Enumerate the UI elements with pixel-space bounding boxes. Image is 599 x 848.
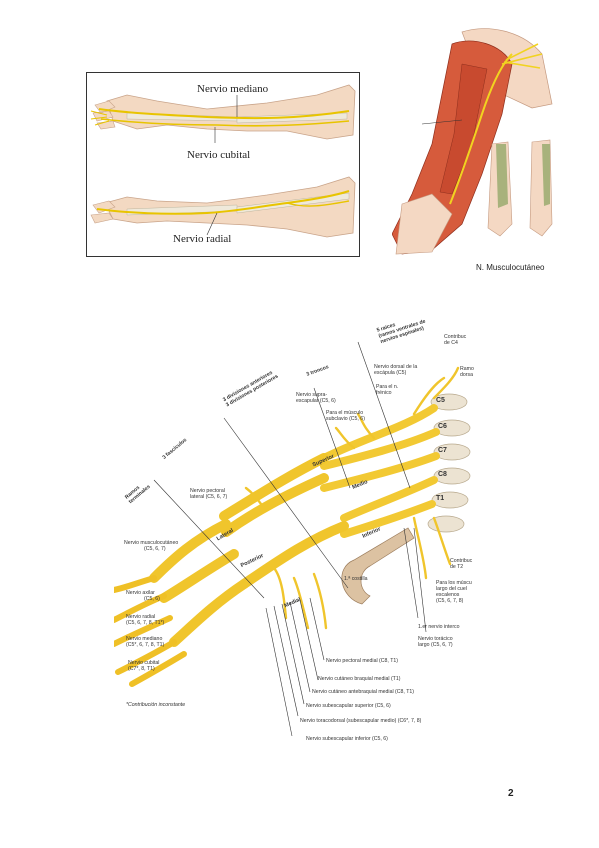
- label-mediano: Nervio mediano(C5*, 6, 7, 8, T1): [126, 636, 165, 648]
- musculocutaneous-figure: [391, 24, 560, 256]
- label-t1: T1: [436, 495, 445, 502]
- label-subescapular-superior: Nervio subescapular superior (C5, 6): [306, 703, 391, 709]
- page-number: 2: [508, 788, 514, 799]
- label-toracodorsal: Nervio toracodorsal (subescapular medio)…: [300, 718, 422, 724]
- arm-nerves-figure: Nervio mediano Nervio cubital Nervio rad…: [86, 72, 360, 257]
- label-axilar: Nervio axilar(C5, 6): [126, 590, 160, 602]
- label-cubital: Nervio cubital(C7*, 8, T1): [128, 660, 160, 672]
- arm-nerves-illustration: [90, 84, 356, 238]
- label-nervio-radial: Nervio radial: [173, 233, 232, 245]
- brachial-plexus-figure: 5 raíces (ramos ventrales de nervios esp…: [111, 319, 484, 744]
- label-frenico: Para el n.frénico: [376, 384, 399, 396]
- label-musculocutaneo: Nervio musculocutáneo(C5, 6, 7): [124, 540, 179, 552]
- label-braquial-medial: Nervio cutáneo braquial medial (T1): [318, 676, 401, 682]
- label-c7: C7: [438, 447, 447, 454]
- label-supraescapular: Nervio supra-escapular (C5, 6): [296, 392, 336, 404]
- label-nervio-cubital: Nervio cubital: [187, 149, 251, 161]
- brachial-plexus-illustration: [111, 341, 471, 737]
- label-c8: C8: [438, 471, 447, 478]
- label-nervio-mediano: Nervio mediano: [197, 83, 269, 95]
- label-costilla: 1.ª costilla: [344, 576, 368, 582]
- footnote: *Contribución inconstante: [126, 702, 186, 708]
- label-pectoral-medial: Nervio pectoral medial (C8, T1): [326, 658, 398, 664]
- label-intercostal: 1.er nervio interco: [418, 624, 460, 630]
- label-c5: C5: [436, 397, 445, 404]
- musculocutaneous-caption: N. Musculocutáneo: [476, 263, 545, 272]
- musculocutaneous-illustration: [391, 28, 553, 255]
- label-c6: C6: [438, 423, 447, 430]
- label-radial: Nervio radial(C5, 6, 7, 8, T1*): [126, 614, 165, 626]
- label-subescapular-inferior: Nervio subescapular inferior (C5, 6): [306, 736, 388, 742]
- label-antebraquial-medial: Nervio cutáneo antebraquial medial (C8, …: [312, 689, 414, 695]
